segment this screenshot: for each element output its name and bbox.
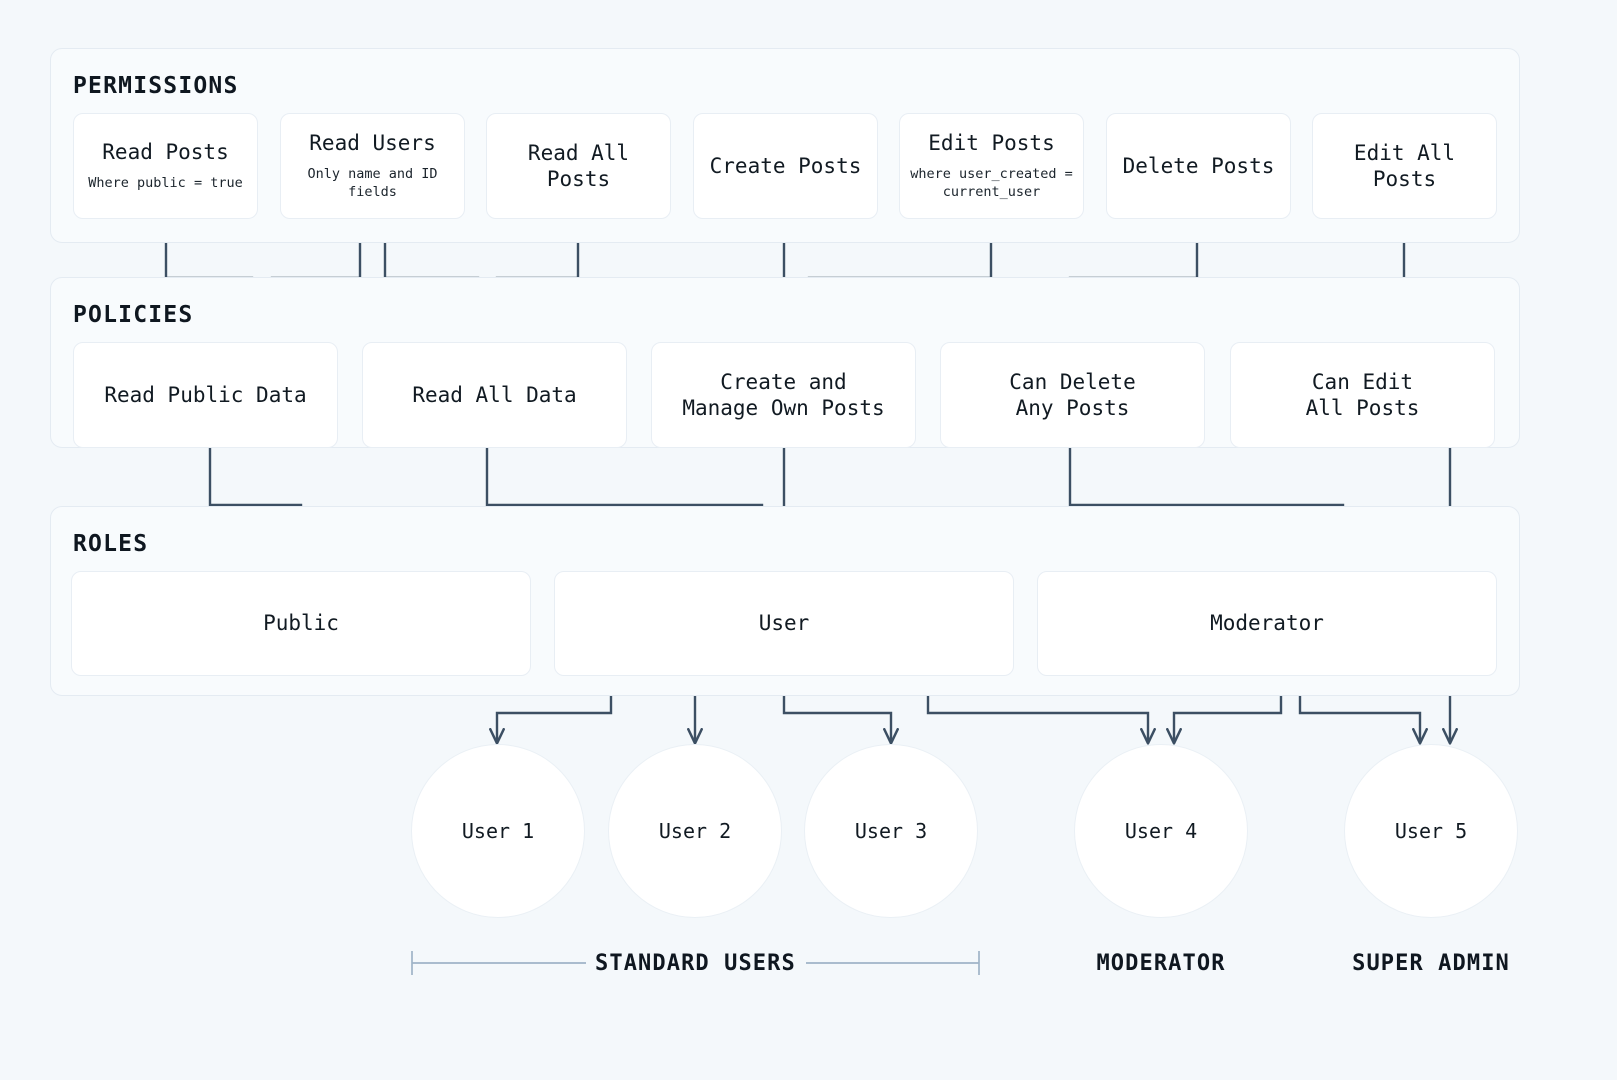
- role-label: User: [758, 611, 810, 636]
- policy-card-create-manage-own-posts[interactable]: Create and Manage Own Posts: [651, 342, 916, 448]
- policy-card-read-all-data[interactable]: Read All Data: [362, 342, 627, 448]
- group-label-moderator: MODERATOR: [1096, 951, 1226, 976]
- policy-label: Read Public Data: [104, 382, 307, 407]
- permission-label: Read Users: [309, 131, 436, 156]
- permission-card-read-all-posts[interactable]: Read All Posts: [486, 113, 671, 219]
- permission-label: Read All Posts: [527, 140, 630, 191]
- permission-label: Read Posts: [102, 140, 229, 165]
- permission-label: Edit All Posts: [1353, 140, 1456, 191]
- user-node-5[interactable]: User 5: [1344, 744, 1518, 918]
- policy-label: Can Edit All Posts: [1305, 369, 1420, 420]
- section-title-permissions: PERMISSIONS: [73, 73, 239, 99]
- policy-card-can-delete-any-posts[interactable]: Can Delete Any Posts: [940, 342, 1205, 448]
- role-card-user[interactable]: User: [554, 571, 1014, 676]
- user-label: User 2: [658, 819, 732, 843]
- permission-label: Delete Posts: [1122, 153, 1275, 178]
- policy-card-read-public-data[interactable]: Read Public Data: [73, 342, 338, 448]
- user-label: User 1: [461, 819, 535, 843]
- user-label: User 3: [854, 819, 928, 843]
- group-label-standard-users: STANDARD USERS: [595, 951, 796, 976]
- policy-card-can-edit-all-posts[interactable]: Can Edit All Posts: [1230, 342, 1495, 448]
- user-node-3[interactable]: User 3: [804, 744, 978, 918]
- permission-card-read-posts[interactable]: Read Posts Where public = true: [73, 113, 258, 219]
- permission-card-create-posts[interactable]: Create Posts: [693, 113, 878, 219]
- section-title-policies: POLICIES: [73, 302, 194, 328]
- permission-card-edit-all-posts[interactable]: Edit All Posts: [1312, 113, 1497, 219]
- role-card-moderator[interactable]: Moderator: [1037, 571, 1497, 676]
- role-label: Moderator: [1210, 611, 1324, 636]
- permission-detail: where user_created = current_user: [910, 166, 1073, 201]
- permission-card-delete-posts[interactable]: Delete Posts: [1106, 113, 1291, 219]
- role-label: Public: [263, 611, 339, 636]
- permission-label: Create Posts: [709, 153, 862, 178]
- user-node-1[interactable]: User 1: [411, 744, 585, 918]
- role-card-public[interactable]: Public: [71, 571, 531, 676]
- policy-label: Can Delete Any Posts: [1009, 369, 1136, 420]
- permission-label: Edit Posts: [928, 131, 1055, 156]
- group-label-super-admin: SUPER ADMIN: [1352, 951, 1510, 976]
- user-label: User 4: [1124, 819, 1198, 843]
- policy-label: Read All Data: [412, 382, 577, 407]
- user-node-4[interactable]: User 4: [1074, 744, 1248, 918]
- policy-label: Create and Manage Own Posts: [682, 369, 885, 420]
- permission-detail: Only name and ID fields: [307, 166, 438, 201]
- section-title-roles: ROLES: [73, 531, 149, 557]
- permission-card-edit-posts[interactable]: Edit Posts where user_created = current_…: [899, 113, 1084, 219]
- permission-detail: Where public = true: [88, 175, 243, 192]
- user-node-2[interactable]: User 2: [608, 744, 782, 918]
- user-label: User 5: [1394, 819, 1468, 843]
- permission-card-read-users[interactable]: Read Users Only name and ID fields: [280, 113, 465, 219]
